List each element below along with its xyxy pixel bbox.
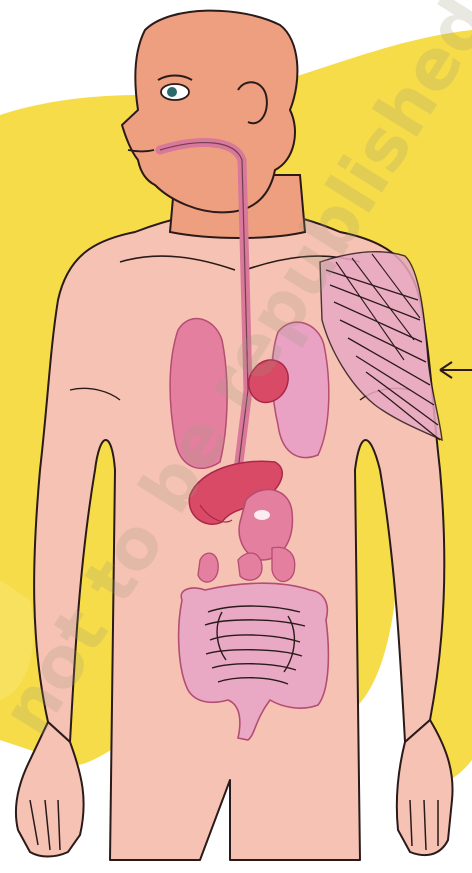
duodenum <box>238 553 262 580</box>
left-lung <box>170 319 227 469</box>
gall-bladder <box>198 553 218 582</box>
